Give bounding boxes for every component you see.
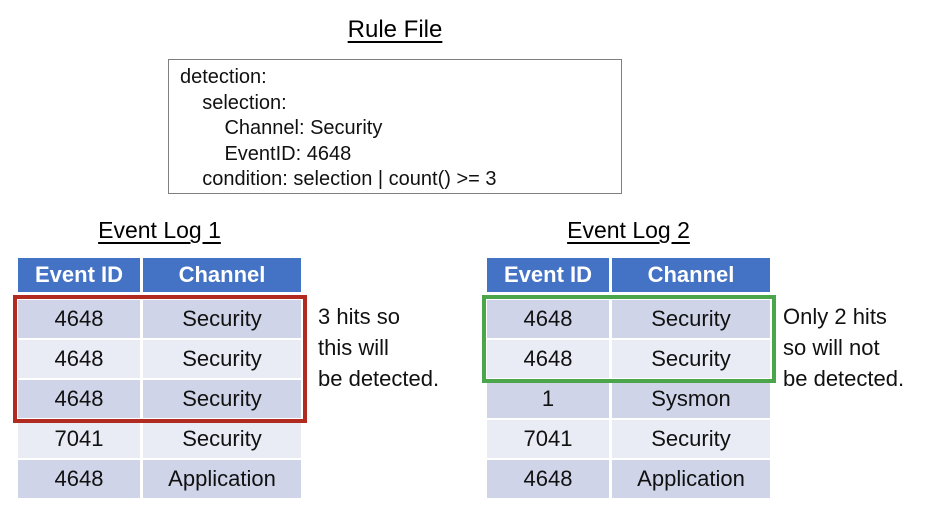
cell-channel: Security	[143, 420, 301, 458]
cell-channel: Application	[143, 460, 301, 498]
cell-channel: Application	[612, 460, 770, 498]
cell-event-id: 1	[487, 380, 609, 418]
cell-channel: Security	[612, 420, 770, 458]
table-row: 4648 Security	[487, 300, 770, 338]
column-header-event-id: Event ID	[487, 258, 609, 292]
table-row: 1 Sysmon	[487, 380, 770, 418]
table-row: 4648 Security	[18, 300, 301, 338]
not-detected-annotation: Only 2 hits so will not be detected.	[783, 304, 905, 391]
table-header-row: Event ID Channel	[18, 258, 301, 292]
cell-channel: Security	[612, 300, 770, 338]
column-header-event-id: Event ID	[18, 258, 140, 292]
rule-line-condition: condition: selection | count() >= 3	[180, 168, 497, 190]
table-row: 4648 Security	[18, 340, 301, 378]
cell-event-id: 4648	[18, 380, 140, 418]
table-header-row: Event ID Channel	[487, 258, 770, 292]
cell-event-id: 7041	[487, 420, 609, 458]
cell-channel: Security	[612, 340, 770, 378]
rule-line-selection: selection:	[180, 91, 287, 114]
event-log-1-title: Event Log 1	[98, 217, 221, 243]
cell-event-id: 4648	[18, 300, 140, 338]
rule-file-box: detection: selection: Channel: Security …	[168, 59, 622, 194]
event-log-2-title: Event Log 2	[567, 217, 690, 243]
cell-channel: Security	[143, 340, 301, 378]
table-row: 4648 Security	[487, 340, 770, 378]
event-log-1-table: Event ID Channel 4648 Security 4648 Secu…	[18, 258, 301, 500]
cell-event-id: 4648	[487, 340, 609, 378]
rule-line-eventid: EventID: 4648	[180, 142, 352, 165]
table-row: 7041 Security	[487, 420, 770, 458]
cell-event-id: 4648	[487, 460, 609, 498]
column-header-channel: Channel	[612, 258, 770, 292]
cell-channel: Security	[143, 380, 301, 418]
table-row: 4648 Application	[487, 460, 770, 498]
rule-file-title: Rule File	[347, 16, 443, 43]
cell-channel: Security	[143, 300, 301, 338]
table-row: 7041 Security	[18, 420, 301, 458]
rule-line-channel: Channel: Security	[180, 117, 383, 139]
column-header-channel: Channel	[143, 258, 301, 292]
cell-event-id: 4648	[487, 300, 609, 338]
cell-event-id: 7041	[18, 420, 140, 458]
cell-channel: Sysmon	[612, 380, 770, 418]
event-log-2-table: Event ID Channel 4648 Security 4648 Secu…	[487, 258, 770, 500]
rule-line-detection: detection:	[180, 66, 267, 88]
table-row: 4648 Application	[18, 460, 301, 498]
cell-event-id: 4648	[18, 340, 140, 378]
detected-annotation: 3 hits so this will be detected.	[318, 304, 440, 391]
cell-event-id: 4648	[18, 460, 140, 498]
table-row: 4648 Security	[18, 380, 301, 418]
